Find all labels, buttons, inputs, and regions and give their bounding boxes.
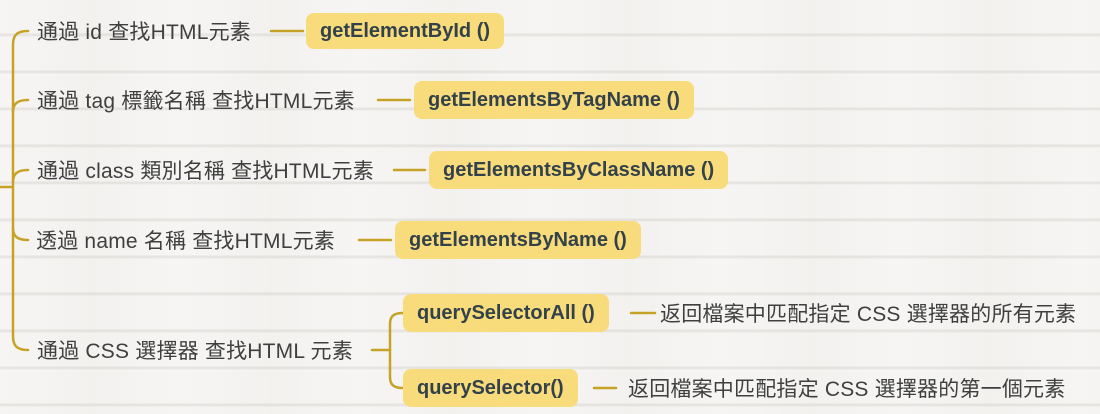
method-node-getelementsbytagname[interactable]: getElementsByTagName () [414,81,694,119]
branch-5-children-bracket [388,311,405,390]
spine-brace-path [11,29,30,352]
branch-2-label[interactable]: 通過 tag 標籤名稱 查找HTML元素 [37,90,355,113]
method-node-getelementbyid[interactable]: getElementById () [306,13,505,49]
method-node-getelementsbyname[interactable]: getElementsByName () [395,221,641,259]
queryselectorall-description[interactable]: 返回檔案中匹配指定 CSS 選擇器的所有元素 [660,303,1077,326]
branch-2-elbow [11,98,30,114]
method-node-queryselectorall[interactable]: querySelectorAll () [403,294,609,332]
branch-1-label[interactable]: 通過 id 查找HTML元素 [37,21,251,44]
branch-4-elbow [11,226,30,242]
branch-4-label[interactable]: 透過 name 名稱 查找HTML元素 [36,230,335,253]
method-node-getelementsbyclassname[interactable]: getElementsByClassName () [429,151,729,189]
queryselector-description[interactable]: 返回檔案中匹配指定 CSS 選擇器的第一個元素 [628,378,1066,401]
branch-3-label[interactable]: 通過 class 類別名稱 查找HTML元素 [37,160,374,183]
branch-5-label[interactable]: 通過 CSS 選擇器 查找HTML 元素 [37,340,353,363]
method-node-queryselector[interactable]: querySelector() [403,369,578,407]
branch-3-elbow [11,168,30,184]
